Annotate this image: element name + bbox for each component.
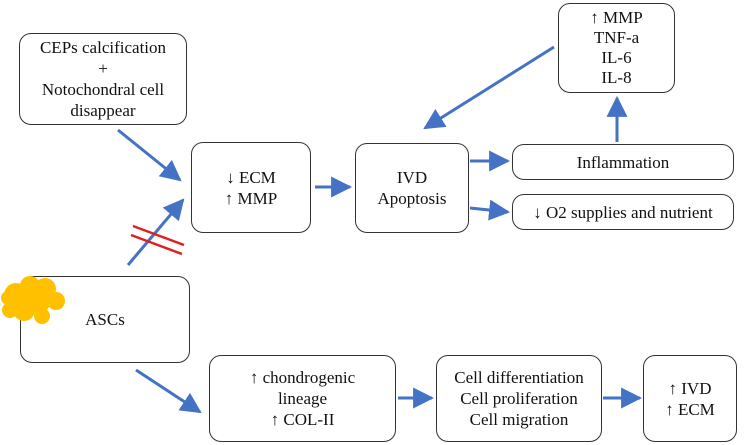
node-cell-processes: Cell differentiation Cell proliferation …: [436, 355, 602, 442]
double-strike-mark-icon: [130, 224, 185, 256]
node-o2-supplies: ↓ O2 supplies and nutrient: [512, 194, 734, 230]
node-cytokines: ↑ MMP TNF-a IL-6 IL-8: [558, 3, 675, 93]
node-ivd-apoptosis: IVD Apoptosis: [355, 143, 469, 233]
node-chondrogenic: ↑ chondrogenic lineage ↑ COL-II: [209, 355, 396, 442]
arrow-ivd-to-o2: [469, 199, 511, 221]
yellow-cell-cluster-icon: [1, 276, 65, 324]
arrow-ceps-to-ecm: [117, 128, 182, 182]
node-ceps-calcification: CEPs calcification + Notochondral cell d…: [19, 33, 187, 125]
arrow-cytokines-to-ivd: [423, 45, 555, 130]
node-ivd-ecm: ↑ IVD ↑ ECM: [643, 355, 737, 442]
node-inflammation: Inflammation: [512, 144, 734, 180]
arrow-ascs-to-chondrogenic: [135, 368, 202, 414]
node-ecm-mmp: ↓ ECM ↑ MMP: [191, 142, 311, 233]
arrow-ascs-to-ecm: [126, 198, 185, 266]
